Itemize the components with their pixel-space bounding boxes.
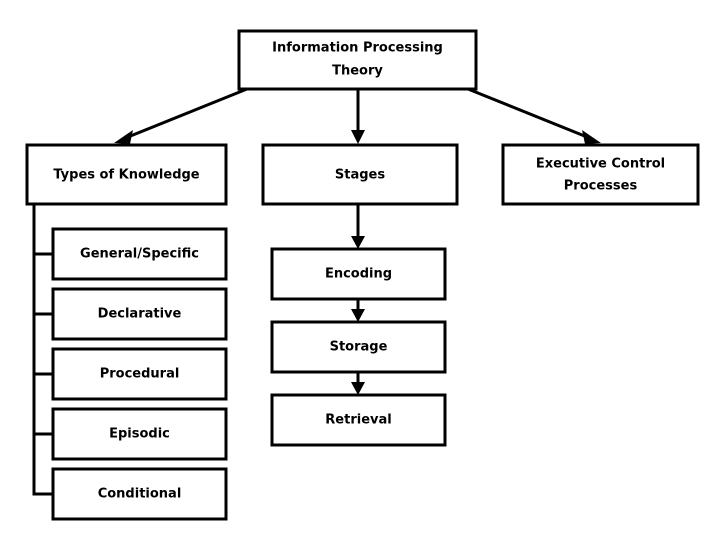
node-storage[interactable]: Storage bbox=[270, 320, 447, 374]
general-specific-box bbox=[51, 227, 228, 281]
connector-root-to-types-of-knowledge bbox=[114, 87, 248, 144]
conditional-label: Conditional bbox=[98, 487, 182, 502]
arrow-head-storage bbox=[351, 309, 365, 322]
node-information-processing-theory[interactable]: Information Processing Theory bbox=[237, 29, 478, 91]
arrow-head-center bbox=[351, 130, 365, 144]
connector-stages-to-encoding bbox=[351, 204, 365, 249]
executive-control-label-line2: Processes bbox=[564, 179, 638, 194]
knowledge-bracket bbox=[32, 202, 55, 496]
executive-control-box bbox=[501, 143, 700, 206]
conditional-box bbox=[51, 467, 228, 521]
episodic-box bbox=[51, 407, 228, 461]
node-episodic[interactable]: Episodic bbox=[51, 407, 228, 461]
declarative-label: Declarative bbox=[98, 307, 182, 322]
node-procedural[interactable]: Procedural bbox=[51, 347, 228, 401]
root-label-line2: Theory bbox=[332, 64, 383, 79]
connector-root-to-stages bbox=[351, 89, 365, 144]
connector-encoding-to-storage bbox=[351, 299, 365, 322]
arrow-head-left bbox=[114, 130, 133, 144]
node-stages[interactable]: Stages bbox=[261, 143, 459, 206]
stages-label: Stages bbox=[335, 168, 385, 183]
arrow-head-encoding bbox=[351, 236, 365, 249]
encoding-box bbox=[270, 247, 447, 301]
arrow-head-right bbox=[582, 130, 601, 144]
retrieval-box bbox=[270, 393, 447, 447]
node-executive-control-processes[interactable]: Executive Control Processes bbox=[501, 143, 700, 206]
types-of-knowledge-box bbox=[25, 143, 228, 206]
episodic-label: Episodic bbox=[109, 427, 170, 442]
declarative-box bbox=[51, 287, 228, 341]
stages-box bbox=[261, 143, 459, 206]
connector-storage-to-retrieval bbox=[351, 372, 365, 395]
procedural-label: Procedural bbox=[100, 367, 180, 382]
encoding-label: Encoding bbox=[325, 267, 392, 282]
executive-control-label-line1: Executive Control bbox=[536, 157, 665, 172]
node-general-specific[interactable]: General/Specific bbox=[51, 227, 228, 281]
arrow-head-retrieval bbox=[351, 382, 365, 395]
procedural-box bbox=[51, 347, 228, 401]
storage-box bbox=[270, 320, 447, 374]
node-types-of-knowledge[interactable]: Types of Knowledge bbox=[25, 143, 228, 206]
node-conditional[interactable]: Conditional bbox=[51, 467, 228, 521]
types-of-knowledge-label: Types of Knowledge bbox=[53, 168, 199, 183]
storage-label: Storage bbox=[330, 340, 388, 355]
general-specific-label: General/Specific bbox=[80, 247, 199, 262]
root-box bbox=[237, 29, 478, 91]
root-label-line1: Information Processing bbox=[272, 41, 443, 56]
retrieval-label: Retrieval bbox=[325, 413, 391, 428]
node-encoding[interactable]: Encoding bbox=[270, 247, 447, 301]
connector-root-to-executive-control bbox=[467, 87, 601, 144]
node-declarative[interactable]: Declarative bbox=[51, 287, 228, 341]
node-retrieval[interactable]: Retrieval bbox=[270, 393, 447, 447]
